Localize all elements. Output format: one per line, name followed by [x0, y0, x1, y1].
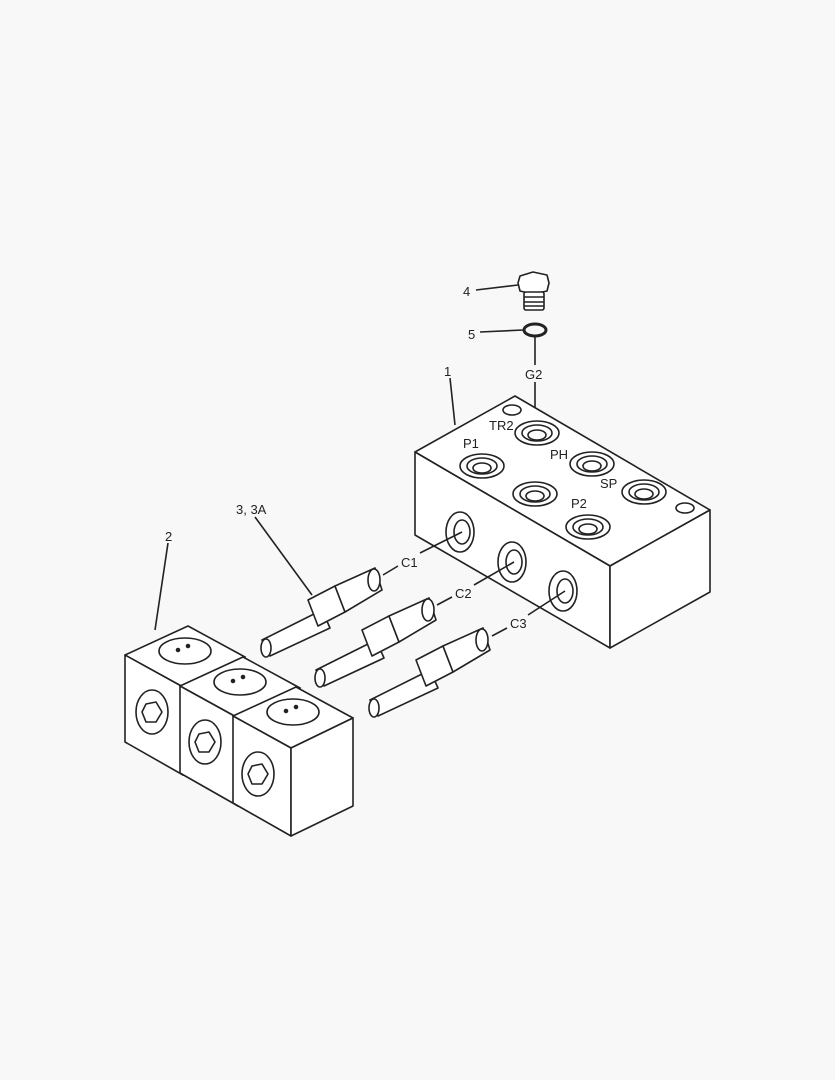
- solenoid-coil-3: [232, 686, 354, 837]
- cartridge-valve-1: [260, 567, 383, 658]
- cartridge-valve-2: [314, 597, 437, 688]
- port-label-tr2: TR2: [489, 418, 514, 433]
- port-label-c3: C3: [510, 616, 527, 631]
- callout-5: 5: [468, 327, 476, 342]
- port-label-c1: C1: [401, 555, 418, 570]
- plug-part-4: [517, 271, 550, 311]
- port-label-ph: PH: [550, 447, 569, 462]
- port-label-c2: C2: [455, 586, 472, 601]
- o-ring-part-5: [522, 322, 548, 338]
- cartridge-valve-3: [368, 627, 491, 718]
- port-label-p2: P2: [571, 496, 587, 511]
- port-label-p1: P1: [463, 436, 479, 451]
- callout-4: 4: [463, 284, 471, 299]
- callout-3-3a: 3, 3A: [236, 502, 267, 517]
- callout-1: 1: [444, 364, 452, 379]
- manifold-block-part-1: [414, 395, 711, 649]
- port-label-g2: G2: [525, 367, 543, 382]
- port-label-sp: SP: [600, 476, 618, 491]
- callout-2: 2: [165, 529, 173, 544]
